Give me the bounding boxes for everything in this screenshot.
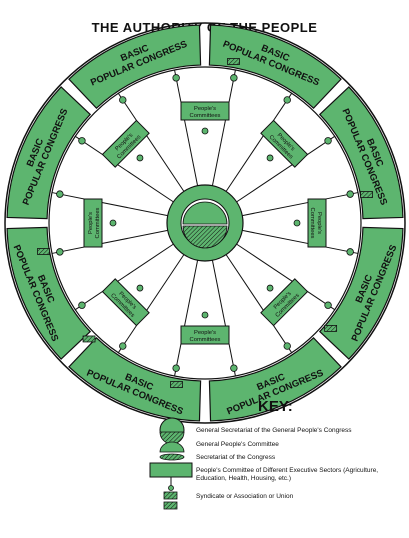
spoke-3: [236, 135, 335, 203]
committee-box-6: [101, 278, 150, 327]
congress-segment-4: [208, 336, 342, 422]
spoke-node-10: [119, 342, 127, 350]
key-label-syndicate: Syndicate or Association or Union: [196, 493, 294, 500]
key-symbol-committee: [159, 441, 185, 453]
key-symbol-executive-node: [168, 485, 174, 491]
spoke-node-12: [56, 248, 64, 256]
committee-box-1: [180, 101, 230, 121]
committee-node-1: [201, 127, 209, 135]
key-symbol-executive: [149, 462, 193, 478]
spoke-node-5: [346, 248, 354, 256]
committee-label-2-1: Committees: [190, 113, 221, 119]
committee-node-2: [266, 154, 274, 162]
key-label-executive-sectors: People's Committee of Different Executiv…: [196, 467, 379, 482]
key-symbol-congress-secretariat: [159, 453, 185, 461]
center-secretariat-half: [182, 225, 228, 249]
congress-segment-7: [6, 86, 92, 220]
spoke-node-11: [78, 301, 86, 309]
committee-box-8: [101, 119, 150, 168]
congress-segment-3: [318, 226, 404, 360]
committee-node-6: [136, 284, 144, 292]
badge-syndicate-1: [227, 58, 240, 65]
spoke-10: [117, 254, 185, 353]
spoke-13: [51, 192, 168, 217]
committee-box-5: [180, 325, 230, 345]
spoke-6: [236, 243, 335, 311]
spoke-1: [211, 69, 236, 186]
spoke-node-2: [283, 96, 291, 104]
key-symbols: [149, 417, 193, 510]
committee-label-1-5: People's: [194, 330, 216, 336]
spoke-node-14: [78, 137, 86, 145]
committee-box-2: [260, 119, 309, 168]
committee-node-4: [266, 284, 274, 292]
spoke-node-9: [172, 364, 180, 372]
congress-segment-2: [318, 86, 404, 220]
congress-segment-1: [208, 24, 342, 110]
committee-box-4: [260, 278, 309, 327]
center-hub: [166, 184, 244, 262]
spoke-node-3: [324, 137, 332, 145]
committee-label-1-7: People's: [88, 212, 94, 234]
key-label-general-secretariat: General Secretariat of the General Peopl…: [196, 427, 352, 434]
committee-node-7: [109, 219, 117, 227]
congress-segment-6: [6, 226, 92, 360]
badge-syndicate-3: [37, 248, 50, 255]
spoke-node-16: [172, 74, 180, 82]
spoke-node-15: [119, 96, 127, 104]
committee-label-1-3: People's: [316, 212, 322, 234]
spoke-node-13: [56, 190, 64, 198]
spoke-node-4: [346, 190, 354, 198]
committee-label-2-7: Committees: [95, 207, 101, 238]
key-label-general-committee: General People's Committee: [196, 441, 279, 448]
committee-node-5: [201, 311, 209, 319]
badge-syndicate-4: [170, 381, 183, 388]
spoke-5: [242, 229, 359, 254]
spoke-11: [75, 243, 174, 311]
spokes: [51, 69, 359, 377]
spoke-node-7: [283, 342, 291, 350]
committee-label-2-5: Committees: [190, 337, 221, 343]
spoke-2: [225, 93, 293, 192]
spoke-12: [51, 229, 168, 254]
committee-box-7: [83, 198, 103, 248]
congress-segment-8: [68, 24, 202, 110]
spoke-16: [174, 69, 199, 186]
spoke-15: [117, 93, 185, 192]
congress-segment-5: [68, 336, 202, 422]
badge-syndicate-2: [360, 191, 373, 198]
spoke-7: [225, 254, 293, 353]
ring-outer-border: [4, 22, 406, 424]
spoke-node-1: [230, 74, 238, 82]
badge-syndicate-5: [82, 335, 96, 343]
spoke-9: [174, 260, 199, 377]
key-symbol-syndicate-2: [163, 501, 178, 510]
committee-node-3: [293, 219, 301, 227]
key-title: KEY:: [258, 398, 293, 415]
spoke-14: [75, 135, 174, 203]
key-symbol-syndicate-1: [163, 491, 178, 500]
center-committee-half: [182, 201, 228, 225]
spoke-4: [242, 192, 359, 217]
spoke-node-6: [324, 301, 332, 309]
committee-node-8: [136, 154, 144, 162]
spoke-node-8: [230, 364, 238, 372]
key-label-secretariat-congress: Secretariat of the Congress: [196, 454, 276, 461]
committee-box-3: [307, 198, 327, 248]
badge-syndicate-6: [324, 325, 338, 332]
committee-label-1-1: People's: [194, 106, 216, 112]
committee-label-2-3: Committees: [309, 208, 315, 239]
spoke-8: [211, 260, 236, 377]
